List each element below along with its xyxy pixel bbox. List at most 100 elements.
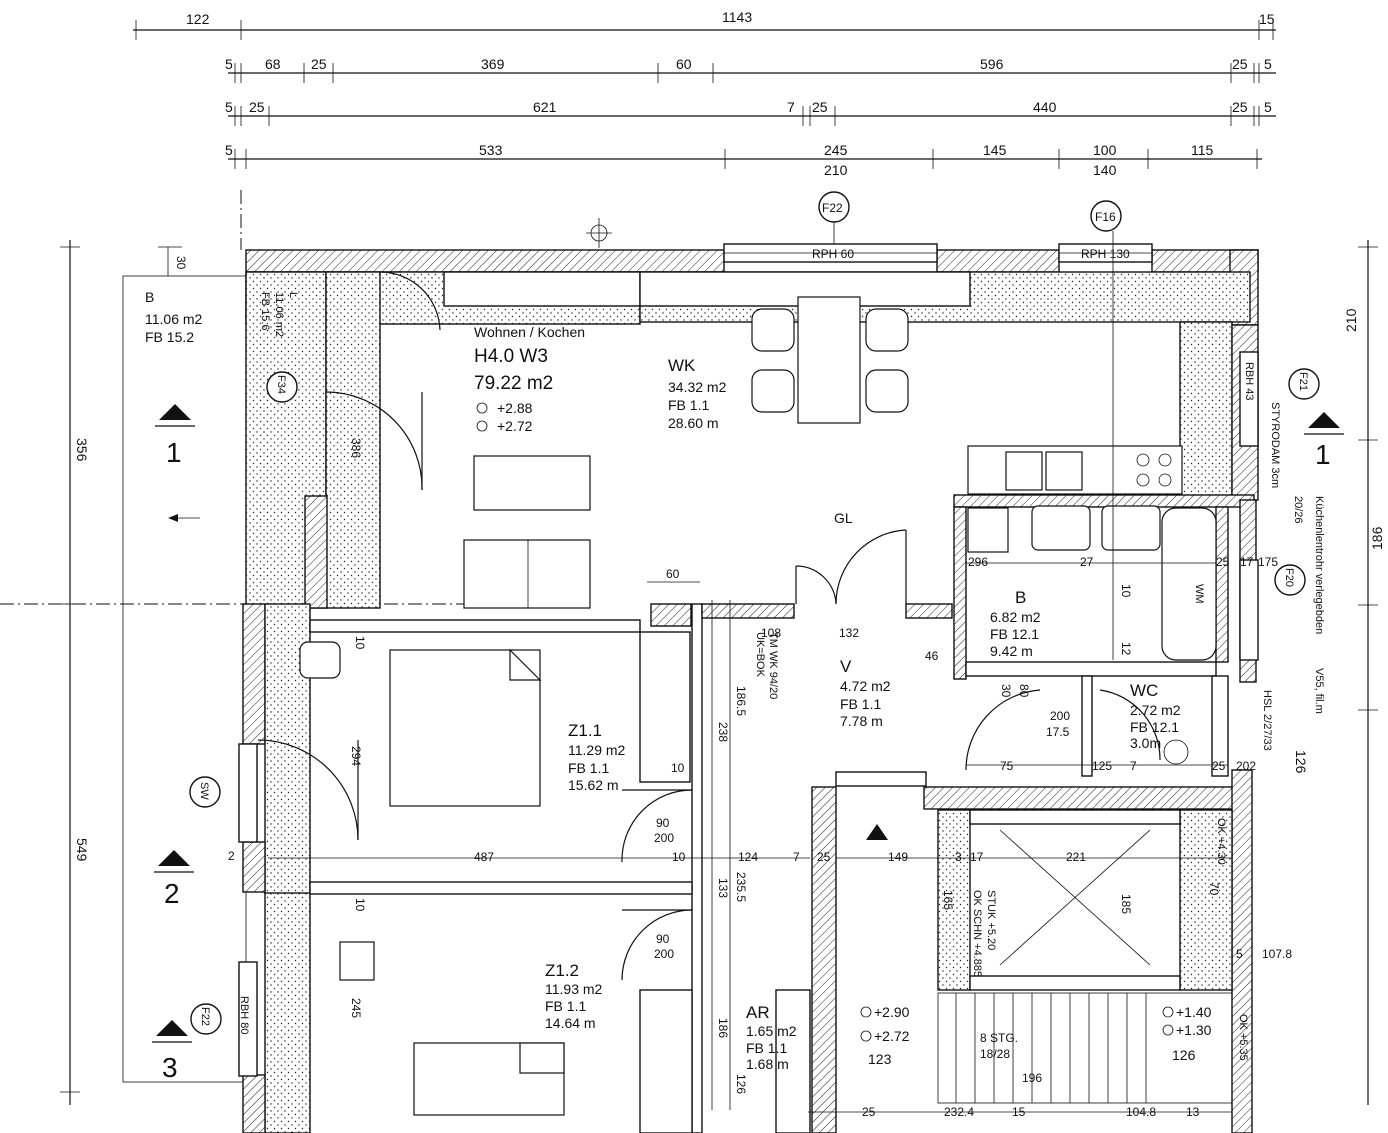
chair <box>751 308 795 352</box>
dim: 5 <box>225 56 233 72</box>
dim: 7 <box>793 850 800 864</box>
dim: 25 <box>1216 555 1230 569</box>
dimension-chains: 122 1143 15 5 68 25 369 60 596 25 5 5 25… <box>60 9 1385 1105</box>
dim: 245 <box>824 142 848 158</box>
label-styrodam: STYRODAM 3cm <box>1269 402 1281 488</box>
dim: 245 <box>349 998 363 1018</box>
dim: 25 <box>1232 99 1248 115</box>
bathtub <box>1161 507 1217 661</box>
marker-f34: F34 <box>275 375 287 394</box>
marker-f22: F22 <box>822 201 843 215</box>
marker-sw: SW <box>198 782 210 800</box>
dim: 10 <box>353 898 367 912</box>
dim: 232.4 <box>944 1105 974 1119</box>
dim-549: 549 <box>74 838 90 862</box>
dim: 115 <box>1191 142 1214 158</box>
dim: 132 <box>839 626 859 640</box>
window-label: RPH 60 <box>812 247 854 261</box>
dim: 126 <box>734 1074 748 1094</box>
dim: 487 <box>474 850 494 864</box>
dim: 386 <box>349 438 363 458</box>
section-2: 2 <box>164 878 180 909</box>
room-z12-floor: FB 1.1 <box>545 998 586 1014</box>
room-z11-area: 11.29 m2 <box>568 742 626 758</box>
room-wk-name: WK <box>668 356 696 375</box>
dim: 5 <box>225 142 233 158</box>
section-3: 3 <box>162 1052 178 1083</box>
dim-15: 15 <box>1259 11 1275 27</box>
room-wk-area: 34.32 m2 <box>668 379 727 395</box>
section-arrow <box>158 850 190 866</box>
room-balcony-name: B <box>145 289 154 305</box>
chair <box>299 641 341 679</box>
coffee-table <box>473 455 591 511</box>
chair <box>865 369 909 413</box>
window-label: RBH 43 <box>1243 362 1255 401</box>
dim: 107.8 <box>1262 947 1292 961</box>
section-arrow <box>159 404 191 420</box>
dim: 440 <box>1033 99 1057 115</box>
furniture <box>299 296 1217 1116</box>
chair <box>865 308 909 352</box>
room-v-area: 4.72 m2 <box>840 678 891 694</box>
window-label: RPH 130 <box>1081 247 1130 261</box>
room-z11-floor: FB 1.1 <box>568 760 609 776</box>
dim: 25 <box>1232 56 1248 72</box>
dim: 621 <box>533 99 557 115</box>
room-z12-name: Z1.2 <box>545 961 579 980</box>
room-labels: B 11.06 m2 FB 15.2 L 11.06 m2 FB 15.6 Wo… <box>145 289 1181 1072</box>
dim: 124 <box>738 850 758 864</box>
dim: 145 <box>983 142 1007 158</box>
stair <box>937 829 1233 1104</box>
dim: 104.8 <box>1126 1105 1156 1119</box>
door-height: 200 <box>654 947 674 961</box>
dim: 75 <box>1000 759 1014 773</box>
marker-f20: F20 <box>1283 568 1295 587</box>
apartment-level2: +2.72 <box>497 418 533 434</box>
dim: 10 <box>353 636 367 650</box>
washbasin <box>1031 505 1091 551</box>
apartment-area: 79.22 m2 <box>474 373 553 394</box>
boiler <box>967 507 1009 553</box>
room-ar-floor: FB 1.1 <box>746 1040 787 1056</box>
dim: 25 <box>817 850 831 864</box>
dishwasher <box>1045 451 1083 491</box>
label-ok535: OK +5.35 <box>1237 1014 1249 1061</box>
dim: 5 <box>1264 56 1272 72</box>
chair <box>751 369 795 413</box>
markers: F22 F16 F34 F21 F20 SW F22 <box>189 191 1320 1035</box>
dim-186: 186 <box>1369 526 1385 550</box>
door-width: 90 <box>656 932 670 946</box>
door-height: 200 <box>654 831 674 845</box>
dim: 202 <box>1236 759 1256 773</box>
stair-level3: +1.40 <box>1176 1004 1212 1020</box>
sink <box>1005 451 1043 491</box>
dim: 100 <box>1093 142 1117 158</box>
section-1-left: 1 <box>166 437 182 468</box>
label-hsl: HSL 2/27/33 <box>1261 690 1273 751</box>
room-wk-perimeter: 28.60 m <box>668 415 719 431</box>
apartment-level1: +2.88 <box>497 400 533 416</box>
room-ar-perimeter: 1.68 m <box>746 1056 789 1072</box>
stair-level1: +2.90 <box>874 1004 910 1020</box>
dim: 80 <box>1017 684 1031 698</box>
dim: 30 <box>174 256 188 270</box>
label-gl: GL <box>834 510 853 526</box>
north-arrow <box>866 824 888 840</box>
window-label: RBH 80 <box>238 996 250 1035</box>
label-kuechenabluft: Küchenlentrohr verlegebden <box>1313 496 1325 634</box>
dim: 10 <box>672 850 686 864</box>
dim: 17 <box>1240 555 1254 569</box>
dim: 210 <box>824 162 848 178</box>
pillow <box>519 1042 565 1074</box>
doors <box>257 271 1161 981</box>
stair-level2: +2.72 <box>874 1028 910 1044</box>
dim: 294 <box>349 746 363 766</box>
room-v-name: V <box>840 657 852 676</box>
balcony-outline: 30 <box>122 246 247 1083</box>
room-loggia-area: 11.06 m2 <box>273 292 285 337</box>
stair-num1: 123 <box>868 1051 892 1067</box>
dim: 60 <box>676 56 692 72</box>
room-z12-perimeter: 14.64 m <box>545 1015 596 1031</box>
